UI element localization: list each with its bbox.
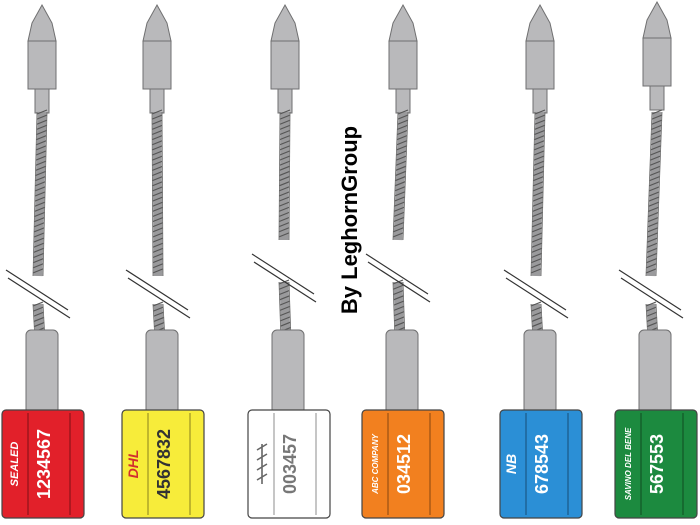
watermark-text: By LeghornGroup xyxy=(337,126,362,314)
seal-body: ABC COMPANY 034512 xyxy=(361,409,445,519)
seal-brand-text: SEALED xyxy=(9,442,21,487)
seal-brand-text: DHL xyxy=(125,450,141,479)
seal-4: ABC COMPANY 034512 xyxy=(361,3,445,519)
seal-number-text: 003457 xyxy=(280,434,300,494)
seal-brand-text: NB xyxy=(503,454,519,474)
seal-brand-text: SAVINO DEL BENE xyxy=(624,427,633,500)
seal-2: DHL 4567832 xyxy=(121,3,205,519)
seal-number-text: 567553 xyxy=(647,434,667,494)
seal-number-text: 1234567 xyxy=(34,429,54,499)
seal-body: SEALED 1234567 xyxy=(1,409,85,519)
seal-body: 003457 xyxy=(247,409,331,519)
seal-body: NB 678543 xyxy=(499,409,583,519)
seal-body: SAVINO DEL BENE 567553 xyxy=(614,409,698,519)
seal-3: 003457 xyxy=(247,3,331,519)
seal-brand-text: ABC COMPANY xyxy=(371,433,380,495)
seal-1: SEALED 1234567 xyxy=(1,3,85,519)
seal-5: NB 678543 xyxy=(499,3,583,519)
seal-number-text: 034512 xyxy=(394,434,414,494)
seal-number-text: 4567832 xyxy=(154,429,174,499)
seal-6: SAVINO DEL BENE 567553 xyxy=(614,0,698,519)
seal-body: DHL 4567832 xyxy=(121,409,205,519)
seal-logo-icon xyxy=(256,443,268,484)
seal-number-text: 678543 xyxy=(532,434,552,494)
